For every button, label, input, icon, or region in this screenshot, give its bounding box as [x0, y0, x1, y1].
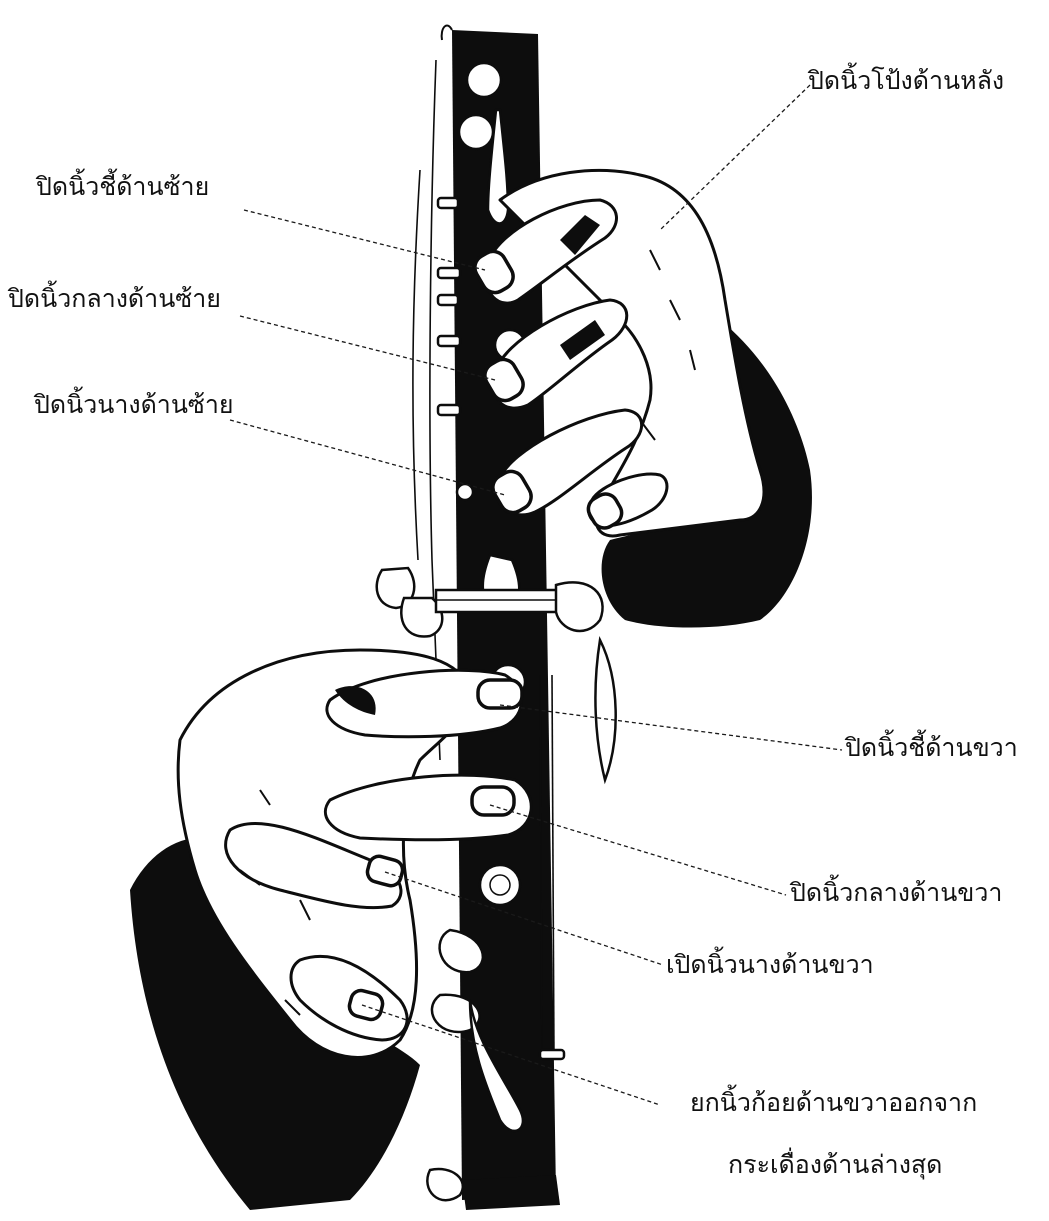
label-left-ring: ปิดนิ้วนางด้านซ้าย [34, 390, 234, 420]
label-right-ring: เปิดนิ้วนางด้านขวา [666, 950, 874, 980]
label-right-index: ปิดนิ้วชี้ด้านขวา [845, 733, 1018, 763]
label-left-middle: ปิดนิ้วกลางด้านซ้าย [8, 284, 221, 314]
label-right-pinky-line1: ยกนิ้วก้อยด้านขวาออกจาก [690, 1088, 977, 1118]
leader-left-thumb-back [660, 85, 810, 230]
leader-right-index [500, 705, 842, 750]
leader-left-index [244, 210, 485, 270]
label-left-thumb-back: ปิดนิ้วโป้งด้านหลัง [808, 66, 1004, 96]
label-left-index: ปิดนิ้วชี้ด้านซ้าย [36, 172, 209, 202]
label-right-middle: ปิดนิ้วกลางด้านขวา [790, 878, 1002, 908]
label-right-pinky-line2: กระเดื่องด้านล่างสุด [728, 1150, 942, 1180]
